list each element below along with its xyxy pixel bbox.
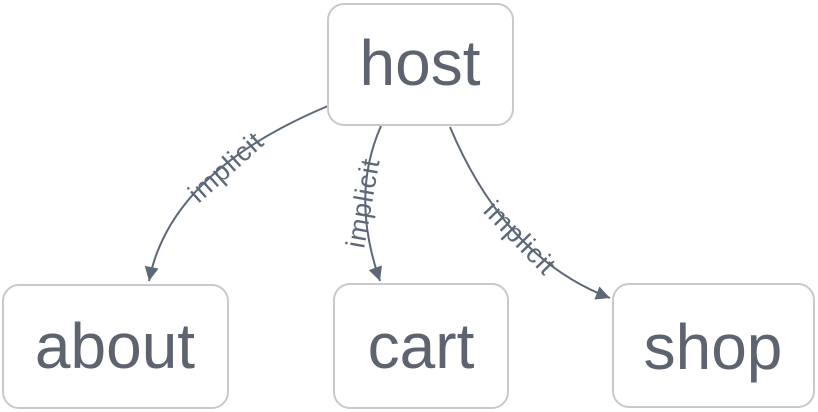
edge-label-host-shop: implicit (478, 195, 562, 281)
node-shop[interactable]: shop (612, 283, 815, 408)
edges-layer (144, 105, 611, 300)
edge-host-about (144, 105, 329, 282)
edge-label-host-about: implicit (182, 126, 269, 209)
node-shop-label: shop (644, 311, 783, 383)
edge-host-shop (449, 126, 611, 300)
nodes-layer: host about cart shop (2, 3, 815, 409)
node-about-box[interactable] (2, 284, 229, 409)
edge-label-host-cart: implicit (340, 156, 385, 250)
node-cart-label: cart (368, 310, 475, 382)
node-about[interactable]: about (2, 284, 229, 409)
node-host-box[interactable] (327, 3, 514, 126)
node-cart[interactable]: cart (333, 283, 509, 409)
node-cart-box[interactable] (333, 283, 509, 409)
node-shop-box[interactable] (612, 283, 815, 408)
node-host-label: host (360, 27, 481, 99)
edge-host-cart (364, 125, 382, 282)
node-host[interactable]: host (327, 3, 514, 126)
node-about-label: about (35, 310, 195, 382)
